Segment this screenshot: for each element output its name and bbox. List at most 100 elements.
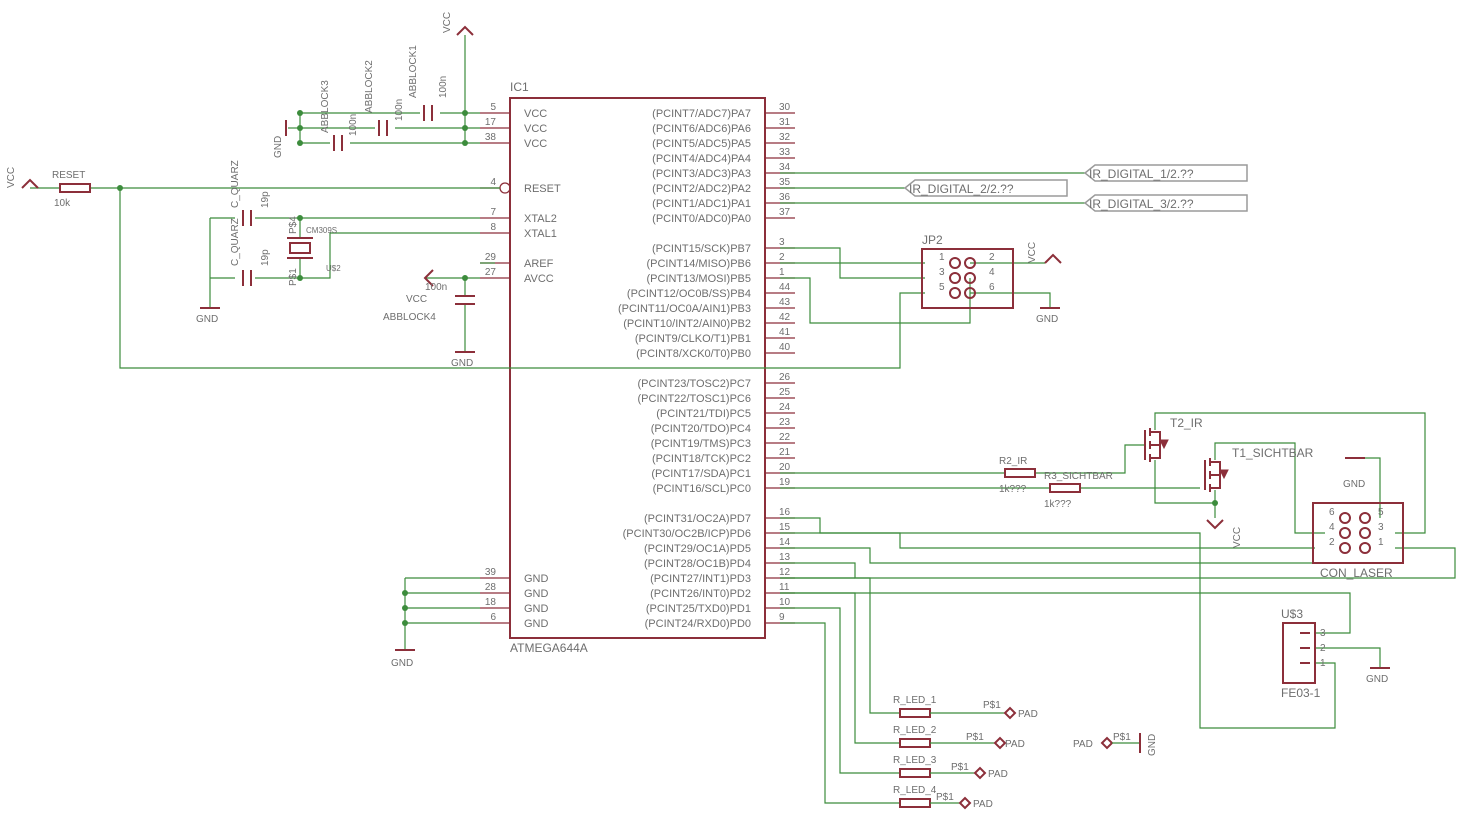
pin-number: 4 xyxy=(490,177,496,188)
flag-shape xyxy=(903,179,1068,197)
transistor-t1-sichtbar[interactable]: T1_SICHTBAR xyxy=(1204,446,1314,492)
ic1-right-pin[interactable]: 40(PCINT8/XCK0/T0)PB0 xyxy=(636,342,795,360)
net-flag-ir-digital-2[interactable]: IR_DIGITAL_2/2.?? xyxy=(903,179,1068,197)
ic1-right-pin[interactable]: 22(PCINT19/TMS)PC3 xyxy=(651,432,795,450)
ic1-right-pin[interactable]: 26(PCINT23/TOSC2)PC7 xyxy=(638,372,796,390)
pin-circle-icon xyxy=(1339,542,1351,554)
crystal-name: CM309S xyxy=(306,226,337,235)
ic1-right-pin[interactable]: 24(PCINT21/TDI)PC5 xyxy=(656,402,795,420)
pin-number: 6 xyxy=(490,612,496,623)
resistor-r2-ir[interactable]: R2_IR 1k??? xyxy=(999,456,1036,495)
ic1-right-pin[interactable]: 41(PCINT9/CLKO/T1)PB1 xyxy=(635,327,795,345)
ic1-right-pin[interactable]: 32(PCINT5/ADC5)PA5 xyxy=(652,132,795,150)
resistor-led-3[interactable]: R_LED_3 P$1 PAD xyxy=(893,755,1008,780)
header-jp2[interactable]: JP2 1 2 3 4 5 6 xyxy=(921,233,1014,309)
pad-icon xyxy=(958,796,972,810)
capacitor-ablock2[interactable]: ABBLOCK2 100n xyxy=(364,60,405,136)
crystal-cm309s[interactable]: CM309S U$2 P$4 P$1 xyxy=(287,216,341,286)
gnd-fe03-label: GND xyxy=(1366,674,1388,685)
capacitor-ablock1[interactable]: ABBLOCK1 100n xyxy=(408,45,449,121)
vcc-jp2[interactable]: VCC xyxy=(1027,242,1062,264)
gnd-ablock4[interactable]: GND xyxy=(451,351,475,369)
ic1-right-pin[interactable]: 16(PCINT31/OC2A)PD7 xyxy=(644,507,795,525)
ic1-right-pin[interactable]: 44(PCINT12/OC0B/SS)PB4 xyxy=(627,282,795,300)
wire-led4 xyxy=(780,622,900,804)
pin-number: 42 xyxy=(779,312,791,323)
ic1-microcontroller[interactable]: IC1 ATMEGA644A 5VCC17VCC38VCC4RESET7XTAL… xyxy=(480,80,795,655)
resistor-icon xyxy=(59,183,91,193)
ic1-right-pin[interactable]: 21(PCINT18/TCK)PC2 xyxy=(652,447,795,465)
gnd-jp2[interactable]: GND xyxy=(1036,307,1060,325)
crystal-plate-icon xyxy=(287,237,313,259)
gnd-fe03[interactable]: GND xyxy=(1366,667,1390,685)
pin-name: (PCINT22/TOSC1)PC6 xyxy=(638,393,752,405)
vcc-top[interactable]: VCC xyxy=(442,12,474,36)
gnd-quarz[interactable]: GND xyxy=(196,307,220,325)
ir-digital-1-label: IR_DIGITAL_1/2.?? xyxy=(1089,167,1194,181)
pin-name: (PCINT10/INT2/AIN0)PB2 xyxy=(623,318,751,330)
gnd-decoupling[interactable]: GND xyxy=(273,120,287,158)
ic1-right-pin[interactable]: 23(PCINT20/TDO)PC4 xyxy=(651,417,795,435)
ablock1-name: ABBLOCK1 xyxy=(408,45,419,98)
ic1-right-pin[interactable]: 30(PCINT7/ADC7)PA7 xyxy=(652,102,795,120)
resistor-reset[interactable]: RESET 10k xyxy=(52,170,91,209)
pin-number: 34 xyxy=(779,162,791,173)
pin-number: 21 xyxy=(779,447,791,458)
capacitor-c-quarz-1[interactable]: C_QUARZ 19p xyxy=(230,160,271,226)
pin-name: (PCINT15/SCK)PB7 xyxy=(652,243,751,255)
net-flag-ir-digital-1[interactable]: IR_DIGITAL_1/2.?? xyxy=(1083,164,1248,182)
ic1-right-pin[interactable]: 31(PCINT6/ADC6)PA6 xyxy=(652,117,795,135)
gnd-chip[interactable]: GND xyxy=(391,649,415,669)
net-flag-ir-digital-3[interactable]: IR_DIGITAL_3/2.?? xyxy=(1083,194,1248,212)
pad-label: PAD xyxy=(1005,739,1025,750)
resistor-led-2[interactable]: R_LED_2 P$1 PAD xyxy=(893,725,1025,750)
pad-gnd[interactable]: PAD P$1 GND xyxy=(1073,732,1158,756)
resistor-icon xyxy=(899,708,931,718)
pin-name: (PCINT25/TXD0)PD1 xyxy=(646,603,751,615)
ic1-right-pin[interactable]: 43(PCINT11/OC0A/AIN1)PB3 xyxy=(618,297,795,315)
capacitor-icon xyxy=(378,120,388,136)
connector-con-laser[interactable]: CON_LASER 6 5 4 3 2 1 xyxy=(1312,502,1404,580)
ic1-right-pin[interactable]: 33(PCINT4/ADC4)PA4 xyxy=(652,147,795,165)
capacitor-ablock3[interactable]: ABBLOCK3 100n xyxy=(320,80,359,151)
connector-fe03[interactable]: U$3 FE03-1 3 2 1 xyxy=(1281,607,1326,700)
ic1-right-pin[interactable]: 3 (PCINT15/SCK)PB7 xyxy=(652,237,795,255)
pin-number: 31 xyxy=(779,117,791,128)
ic1-right-pin[interactable]: 25(PCINT22/TOSC1)PC6 xyxy=(638,387,796,405)
fe03-pin-icon xyxy=(1300,632,1310,664)
vcc-avcc[interactable]: VCC xyxy=(406,269,434,305)
resistor-led-4[interactable]: R_LED_4 P$1 PAD xyxy=(893,785,993,810)
pin-circle-icon xyxy=(1359,527,1371,539)
capacitor-icon xyxy=(242,210,252,226)
ic1-right-pin[interactable]: 42 (PCINT10/INT2/AIN0)PB2 xyxy=(623,312,795,330)
resistor-r3-sichtbar[interactable]: R3_SICHTBAR 1k??? xyxy=(1044,471,1113,510)
capacitor-c-quarz-2[interactable]: C_QUARZ 19p xyxy=(230,218,271,286)
con-laser-body xyxy=(1312,502,1404,564)
vcc-reset-label: VCC xyxy=(6,167,17,188)
pin-number: 3 xyxy=(779,237,785,248)
vcc-transistors[interactable]: VCC xyxy=(1206,519,1243,548)
pin-name: (PCINT13/MOSI)PB5 xyxy=(646,273,751,285)
transistor-t2-ir[interactable]: T2_IR xyxy=(1144,416,1203,462)
ic1-right-pin[interactable]: 37(PCINT0/ADC0)PA0 xyxy=(652,207,795,225)
pin-number: 20 xyxy=(779,462,791,473)
pin-name: (PCINT17/SDA)PC1 xyxy=(651,468,751,480)
capacitor-ablock4[interactable]: 100n ABBLOCK4 xyxy=(383,282,475,323)
u3-name: U$3 xyxy=(1281,607,1303,621)
gnd-laser[interactable]: GND xyxy=(1343,457,1365,490)
pad-icon xyxy=(973,766,987,780)
resistor-led-1[interactable]: R_LED_1 P$1 PAD xyxy=(893,695,1038,720)
wire-pd6 xyxy=(780,532,1315,549)
vcc-reset[interactable]: VCC xyxy=(6,167,39,189)
